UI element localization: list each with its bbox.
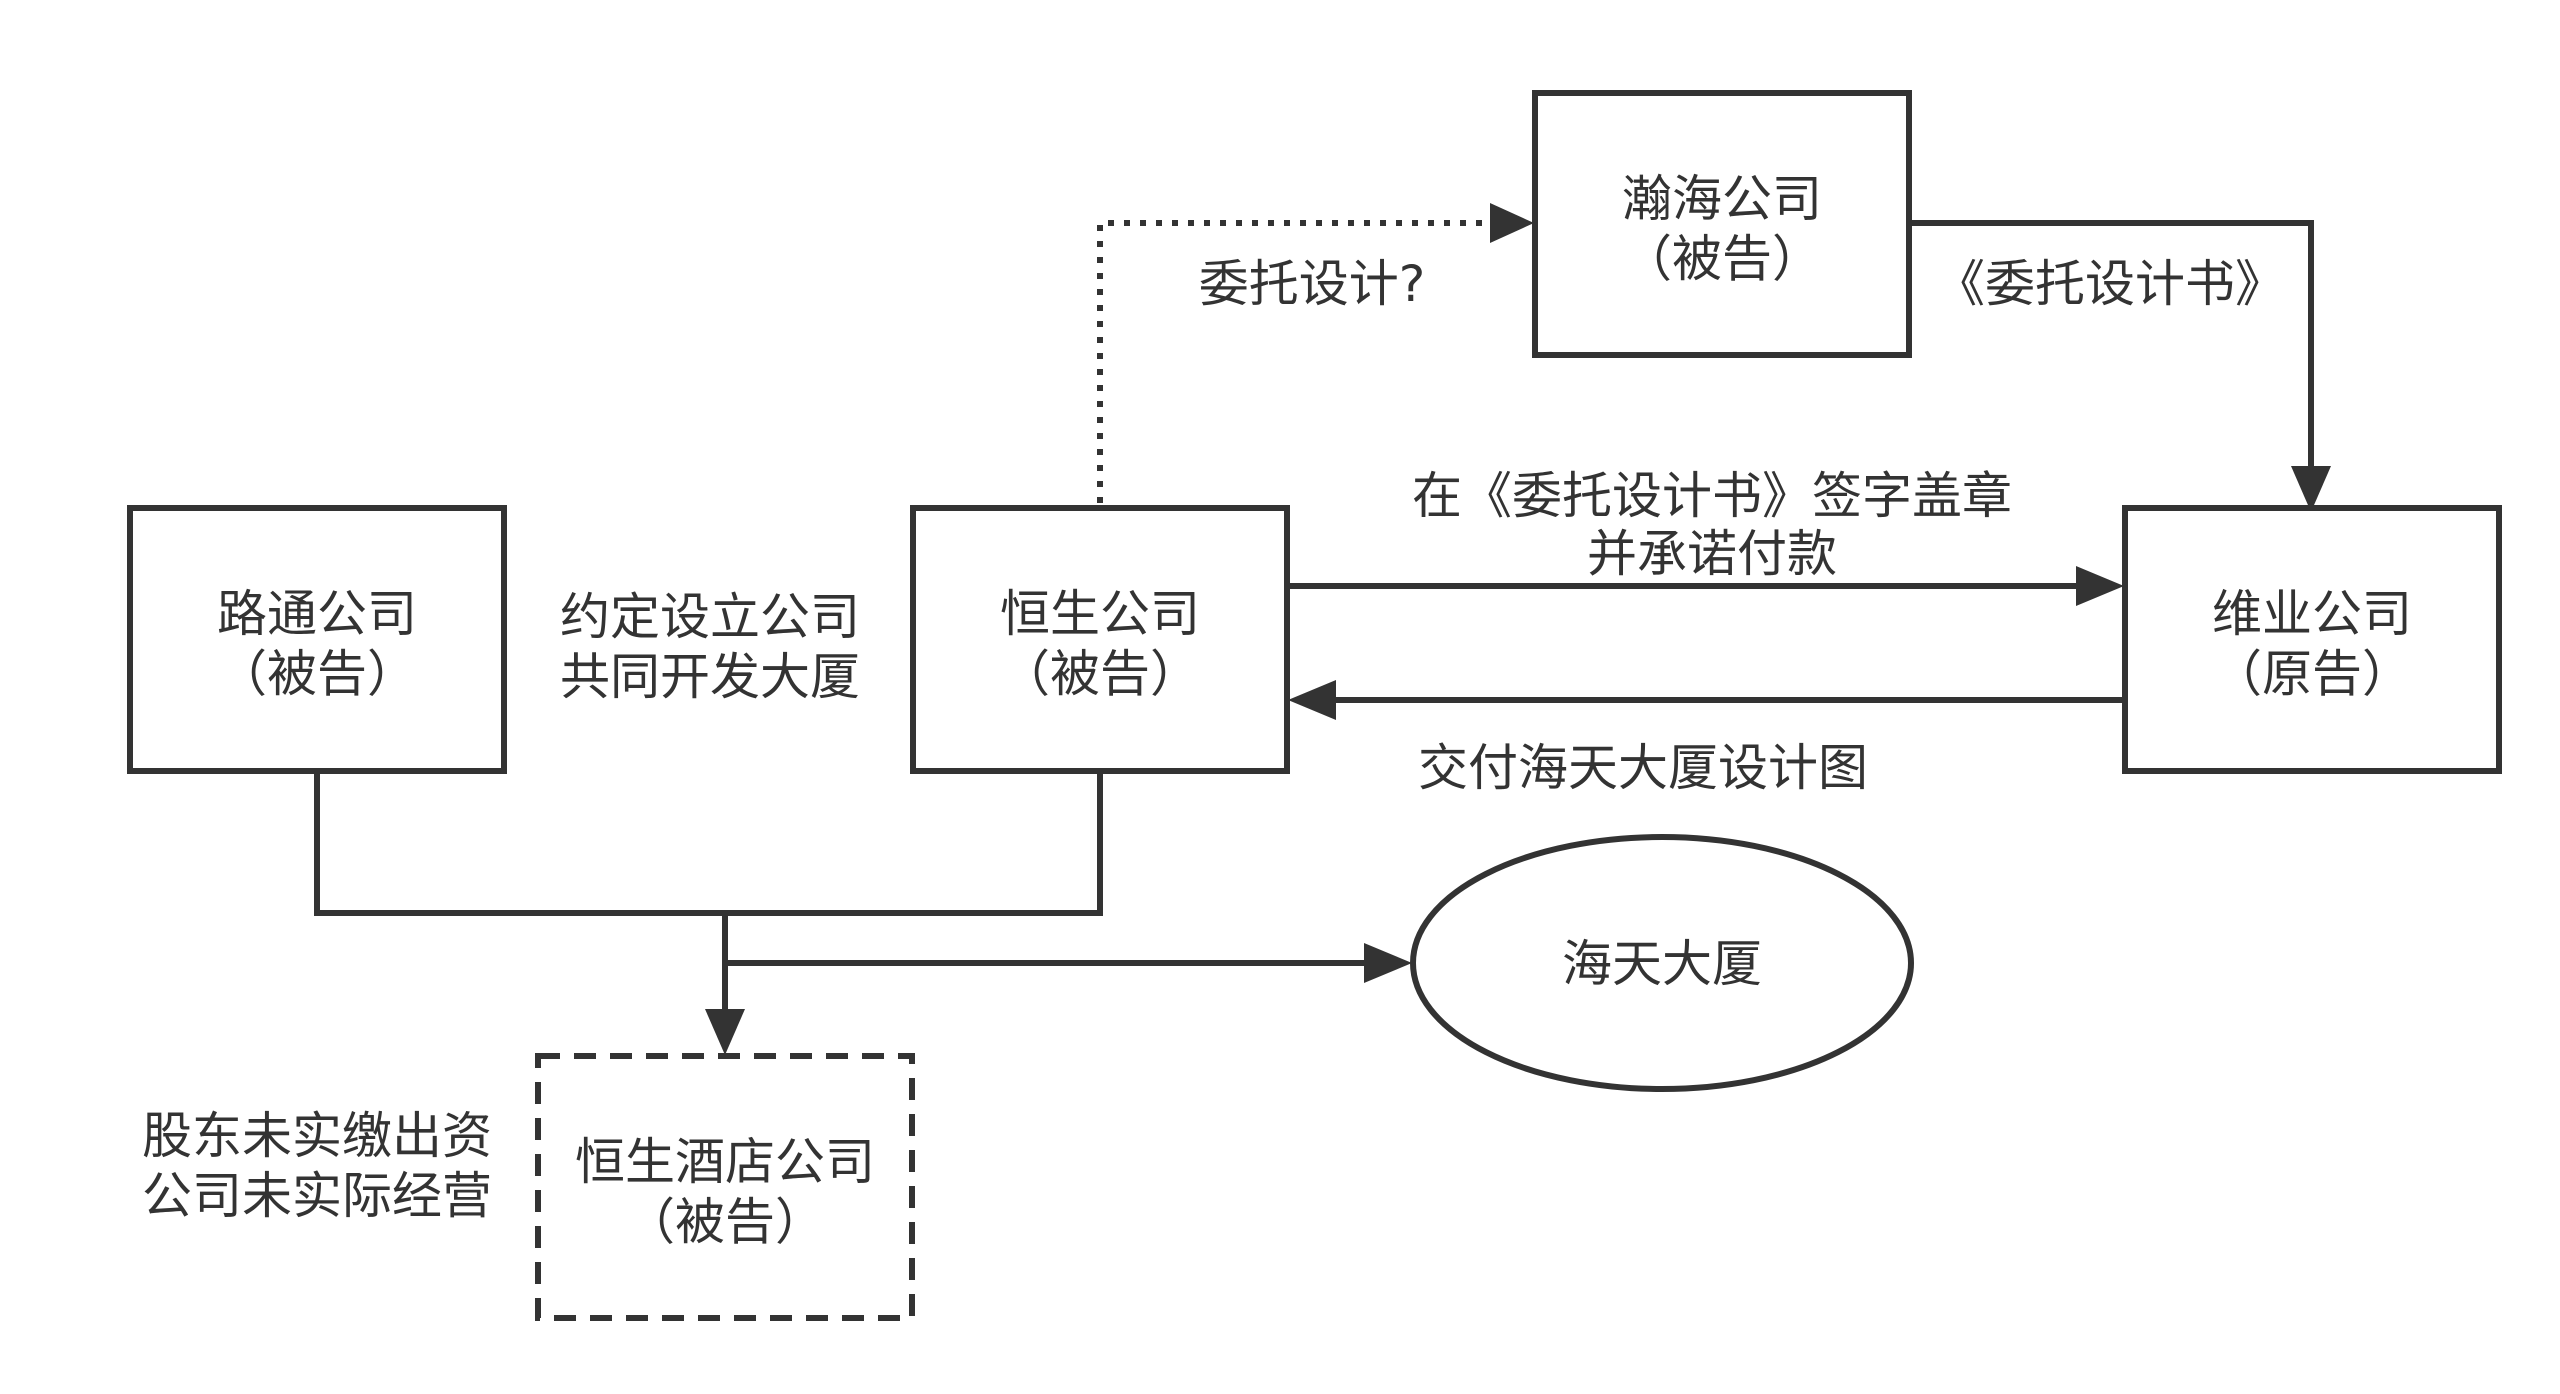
- node-hengsheng-box: [910, 505, 1290, 774]
- agreement-label-line2: 共同开发大厦: [560, 648, 860, 706]
- node-hotel: 恒生酒店公司 （被告）: [535, 1053, 915, 1321]
- entrust-question-arrowhead: [1490, 203, 1534, 243]
- node-hanhai-box: [1532, 90, 1912, 358]
- node-building: 海天大厦: [1410, 834, 1914, 1092]
- entrust-letter-connector: [1910, 220, 2314, 472]
- node-lutong: 路通公司 （被告）: [127, 505, 507, 774]
- node-building-ellipse: [1410, 834, 1914, 1092]
- node-weiye: 维业公司 （原告）: [2122, 505, 2502, 774]
- hotel-arrowhead: [705, 1009, 745, 1055]
- sign-pay-arrowhead: [2076, 566, 2124, 606]
- node-weiye-box: [2122, 505, 2502, 774]
- deliver-label: 交付海天大厦设计图: [1418, 739, 1868, 797]
- shareholder-label-line1: 股东未实缴出资: [142, 1107, 492, 1165]
- node-hengsheng-name: 恒生公司: [1000, 585, 1200, 643]
- node-lutong-box: [127, 505, 507, 774]
- edge-labels: 约定设立公司 共同开发大厦 委托设计? 《委托设计书》 在《委托设计书》签字盖章…: [142, 255, 2285, 1225]
- entrust-letter-label: 《委托设计书》: [1935, 255, 2285, 313]
- node-weiye-name: 维业公司: [2212, 585, 2412, 643]
- founders-join-connector: [314, 771, 1103, 1015]
- node-lutong-name: 路通公司: [217, 585, 417, 643]
- agreement-label-line1: 约定设立公司: [560, 588, 860, 646]
- node-hengsheng: 恒生公司 （被告）: [910, 505, 1290, 774]
- node-hanhai-name: 瀚海公司: [1622, 170, 1822, 228]
- node-weiye-role: （原告）: [2212, 645, 2412, 703]
- node-building-name: 海天大厦: [1562, 935, 1762, 993]
- node-hengsheng-role: （被告）: [1000, 645, 1200, 703]
- node-hotel-name: 恒生酒店公司: [575, 1133, 875, 1191]
- building-arrowhead: [1364, 943, 1412, 983]
- shareholder-label-line2: 公司未实际经营: [142, 1167, 492, 1225]
- node-hanhai: 瀚海公司 （被告）: [1532, 90, 1912, 358]
- deliver-arrowhead: [1288, 680, 1336, 720]
- sign-pay-label-line1: 在《委托设计书》签字盖章: [1412, 467, 2012, 525]
- node-hotel-role: （被告）: [625, 1193, 825, 1251]
- connectors: [314, 203, 2331, 1055]
- entrust-letter-arrowhead: [2291, 466, 2331, 512]
- entrust-question-label: 委托设计?: [1199, 255, 1426, 313]
- node-lutong-role: （被告）: [217, 645, 417, 703]
- node-hanhai-role: （被告）: [1622, 230, 1822, 288]
- node-hotel-box: [535, 1053, 915, 1321]
- sign-pay-label-line2: 并承诺付款: [1587, 525, 1837, 583]
